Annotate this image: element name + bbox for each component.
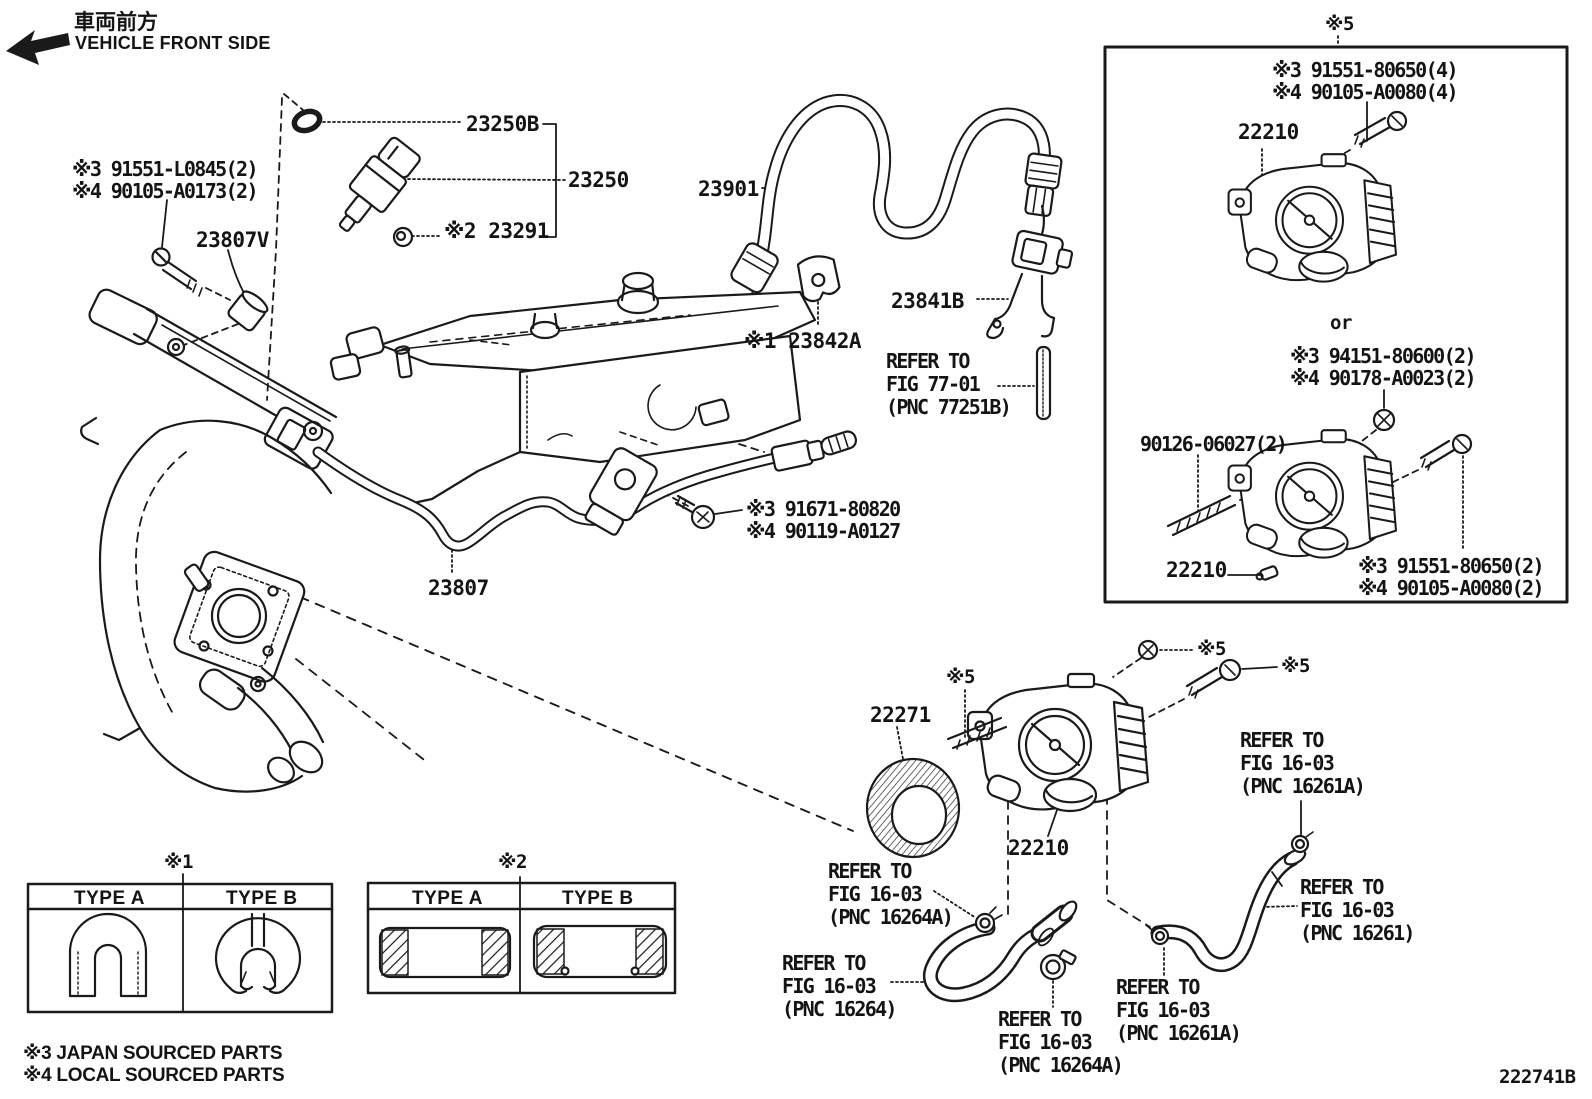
part-label-23842a: ※1 23842A [744,329,862,353]
ref-fig-16-03-16261: REFER TO FIG 16-03 (PNC 16261) [1300,875,1415,945]
ref-fig-16-03-16261a-bottom: REFER TO FIG 16-03 (PNC 16261A) [1116,975,1242,1045]
fuel-hose-23901-drawing [730,94,1063,294]
option-box [1103,45,1569,604]
fuel-delivery-pipe-drawing [88,288,338,470]
note-90105-a0080-4: ※4 90105-A0080(4) [1272,80,1459,104]
fuel-injector-drawing [151,108,421,332]
ref-fig-16-03-16264a-bottom: REFER TO FIG 16-03 (PNC 16264A) [998,1007,1124,1077]
fuel-pipe-23807-drawing [312,430,858,552]
star1-label: ※1 [164,851,193,873]
footnote-local-sourced: ※4 LOCAL SOURCED PARTS [23,1065,285,1086]
hose-clamp-23842a-drawing [796,255,841,303]
part-label-22210-mid: 22210 [1008,836,1069,860]
or-label: or [1330,312,1352,334]
note-91551-80650-2: ※3 91551-80650(2) [1358,554,1545,578]
part-label-23901: 23901 [698,177,759,201]
footnote-japan-sourced: ※3 JAPAN SOURCED PARTS [23,1043,283,1064]
header-japanese: 車両前方 [74,10,158,34]
intake-manifold-drawing [80,416,333,793]
star5-top-label: ※5 [1197,638,1226,660]
water-hoses-drawing [922,831,1314,1003]
part-label-23250b: 23250B [466,112,539,136]
air-screen-22271-drawing [865,757,961,859]
part-label-23250: 23250 [568,168,629,192]
part-label-23841b: 23841B [891,289,964,313]
ref-fig-16-03-16261a-right: REFER TO FIG 16-03 (PNC 16261A) [1240,728,1366,798]
part-label-22210-top: 22210 [1238,120,1299,144]
legend1-type-a-header: TYPE A [74,888,145,909]
star5-right-label: ※5 [1281,655,1310,677]
note-91671-80820: ※3 91671-80820 [746,497,901,521]
note-94151-80600: ※3 94151-80600(2) [1290,344,1477,368]
throttle-body-22210-drawing [946,639,1242,813]
engine-cylinder-head-drawing [329,271,817,507]
note-90119-a0127: ※4 90119-A0127 [746,519,901,543]
ref-fig-16-03-16264a-top: REFER TO FIG 16-03 (PNC 16264A) [828,859,954,929]
part-label-23807v: 23807V [196,228,269,252]
vehicle-front-arrow [6,30,70,65]
star5-left-label: ※5 [946,666,975,688]
ref-fig-77-01: REFER TO FIG 77-01 (PNC 77251B) [886,349,1012,419]
part-label-22271: 22271 [870,703,931,727]
figure-number: 222741B [1499,1066,1576,1088]
part-label-23807: 23807 [428,576,489,600]
fuel-tube-77251b-drawing [1035,345,1052,421]
star2-label: ※2 [498,851,527,873]
legend2-type-a-header: TYPE A [412,888,483,909]
legend1-type-b-header: TYPE B [226,888,298,909]
pressure-sensor-23841b-drawing [986,204,1074,340]
note-90105-a0173: ※4 90105-A0173(2) [72,179,259,203]
note-91551-l0845: ※3 91551-L0845(2) [72,157,259,181]
note-91551-80650-4: ※3 91551-80650(4) [1272,58,1459,82]
part-label-23291: ※2 23291 [444,219,549,243]
note-90105-a0080-2: ※4 90105-A0080(2) [1358,576,1545,600]
legend-box-type2 [366,881,677,995]
legend2-type-b-header: TYPE B [562,888,634,909]
legend-box-type1 [26,882,334,1014]
ref-fig-16-03-16264: REFER TO FIG 16-03 (PNC 16264) [782,951,897,1021]
note-90178-a0023: ※4 90178-A0023(2) [1290,366,1477,390]
part-label-22210-low: 22210 [1166,558,1227,582]
star5-box-label: ※5 [1325,13,1354,35]
note-90126-06027: 90126-06027(2) [1140,432,1288,456]
header-english: VEHICLE FRONT SIDE [75,33,271,53]
